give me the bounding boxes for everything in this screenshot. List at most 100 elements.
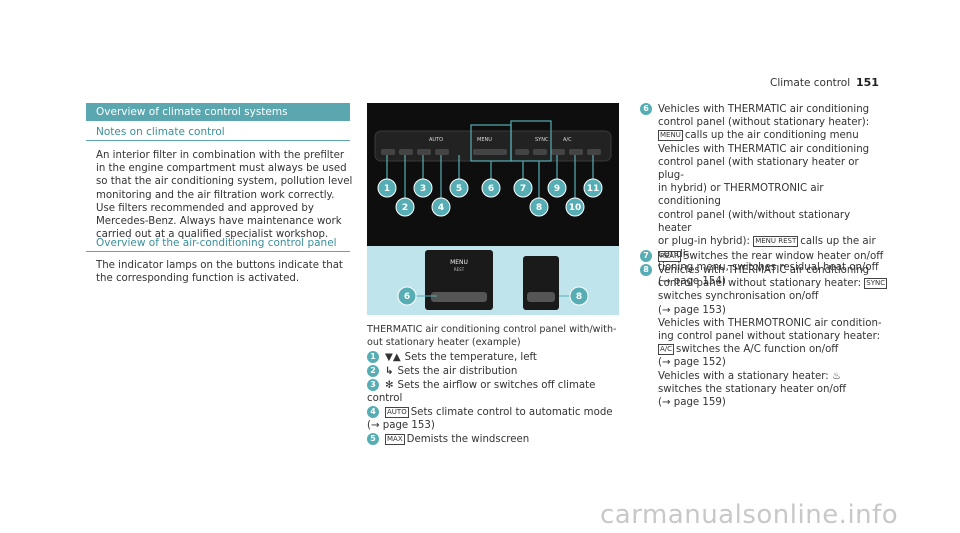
text-line: the corresponding function is activated. [96, 273, 300, 285]
item-text: Sets climate control to automatic mode [410, 407, 613, 418]
callout-4: 4 [438, 203, 444, 213]
text-line: An interior filter in combination with t… [96, 150, 345, 161]
callout-2: 2 [402, 203, 408, 213]
caption-line: THERMATIC air conditioning control panel… [367, 324, 617, 335]
callout-7: 7 [520, 184, 526, 194]
item-text: calls up the air conditioning menu [684, 130, 859, 142]
item-text: Vehicles with THERMATIC air conditioning [658, 104, 870, 115]
item-text: (→ page 153) [658, 304, 726, 316]
ac-icon: A/C [658, 343, 675, 355]
figure-caption: THERMATIC air conditioning control panel… [367, 324, 627, 349]
divider [86, 140, 350, 141]
text-line: The indicator lamps on the buttons indic… [96, 260, 343, 271]
item-text: Switches the rear window heater on/off [682, 251, 884, 262]
divider [86, 251, 350, 252]
watermark: carmanualsonline.info [600, 500, 899, 530]
item-text: Vehicles with THERMATIC air conditioning [658, 265, 870, 276]
item-text: calls up the air condi- [658, 236, 876, 261]
item-text: tioning menu, switches residual heat on/… [658, 262, 879, 274]
sync-label: SYNC [535, 137, 549, 143]
fan-icon: ✻ [385, 380, 394, 391]
item-text: control panel (without stationary heater… [658, 117, 870, 129]
item-text: or plug-in hybrid): [658, 236, 750, 248]
callout-10: 10 [569, 203, 582, 213]
item-text: control panel without stationary heater: [658, 278, 862, 290]
item-text: ing control panel without stationary hea… [658, 331, 881, 343]
callout-8: 8 [536, 203, 542, 213]
sync-icon: SYNC [864, 277, 888, 289]
section-title-bar: Overview of climate control systems [86, 103, 350, 121]
para-notes: An interior filter in combination with t… [96, 149, 356, 241]
callout-6: 6 [488, 184, 494, 194]
detail-callout-6: 6 [404, 292, 410, 302]
number-badge: 5 [367, 433, 379, 445]
number-badge: 3 [367, 379, 379, 391]
stationary-heater-icon: ♨ [832, 370, 842, 382]
item-text: control [367, 393, 403, 405]
text-line: Mercedes-Benz. Always have maintenance w… [96, 216, 342, 228]
list-item-3: 3 ✻Sets the airflow or switches off clima… [367, 379, 595, 405]
item-text: switches synchronisation on/off [658, 291, 819, 303]
ac-label: A/C [563, 137, 572, 143]
item-text: (→ page 152) [658, 357, 726, 369]
callout-5: 5 [456, 184, 462, 194]
subtitle-notes: Notes on climate control [96, 126, 225, 138]
detail-menu-label: MENU [450, 259, 468, 266]
menu-label: MENU [477, 137, 492, 143]
temperature-icon: ▼▲ [385, 352, 401, 363]
text-line: carried out at a qualified specialist wo… [96, 229, 329, 241]
item-text: switches the stationary heater on/off [658, 383, 847, 395]
number-badge: 7 [640, 250, 652, 262]
item-text: Vehicles with THERMOTRONIC air condition… [658, 317, 882, 329]
item-text: Sets the air distribution [397, 366, 518, 377]
item-text: control panel (with stationary heater or… [658, 156, 859, 182]
number-badge: 2 [367, 365, 379, 377]
item-text: Sets the airflow or switches off climate [397, 380, 596, 391]
section-header: Climate control [770, 77, 851, 89]
panel-detail: MENU REST 6 8 [367, 246, 619, 315]
detail-menu-sub: REST [454, 267, 465, 272]
panel-photo-top: AUTO MENU SYNC A/C [367, 103, 619, 246]
rear-window-heater-icon: REAR [658, 250, 681, 262]
menu-rest-icon: MENU REST [753, 235, 799, 247]
list-item-2: 2 ↳Sets the air distribution [367, 365, 517, 378]
item-text: Sets the temperature, left [404, 352, 537, 363]
caption-line: out stationary heater (example) [367, 336, 521, 348]
list-item-8: 8 Vehicles with THERMATIC air conditionin… [640, 264, 890, 409]
control-panel-drawing: AUTO MENU SYNC A/C [374, 120, 612, 217]
text-line: in the engine compartment must always be… [96, 163, 347, 175]
callout-3: 3 [420, 184, 426, 194]
callout-9: 9 [554, 184, 560, 194]
item-text: switches the A/C function on/off [676, 344, 839, 356]
item-text: Vehicles with THERMATIC air conditioning [658, 143, 870, 155]
item-text: (→ page 153) [367, 420, 435, 432]
item-text: in hybrid) or THERMOTRONIC air condition… [658, 183, 824, 208]
list-item-1: 1 ▼▲Sets the temperature, left [367, 351, 537, 364]
number-badge: 6 [640, 103, 652, 115]
detail-callout-8: 8 [576, 292, 582, 302]
demist-icon: MAX [385, 433, 405, 445]
text-line: monitoring and the air filtration work c… [96, 189, 335, 201]
number-badge: 8 [640, 264, 652, 276]
page-number: 151 [856, 76, 879, 89]
item-text: Vehicles with a stationary heater: [658, 370, 829, 382]
item-text: Demists the windscreen [406, 434, 530, 445]
number-badge: 1 [367, 351, 379, 363]
auto-label: AUTO [429, 137, 443, 143]
item-text: control panel (with/without stationary h… [658, 209, 851, 234]
panel-detail-drawing: MENU REST 6 8 [397, 250, 589, 310]
item-text: (→ page 154) [658, 275, 726, 287]
number-badge: 4 [367, 406, 379, 418]
menu-icon: MENU [658, 129, 683, 141]
auto-icon: AUTO [385, 406, 409, 418]
air-distribution-icon: ↳ [385, 366, 394, 377]
callout-11: 11 [587, 184, 600, 194]
text-line: Use filters recommended and approved by [96, 202, 314, 214]
item-text: (→ page 159) [658, 397, 726, 409]
subtitle-overview: Overview of the air-conditioning control… [96, 237, 337, 249]
text-line: so that the air conditioning system, pol… [96, 176, 353, 188]
